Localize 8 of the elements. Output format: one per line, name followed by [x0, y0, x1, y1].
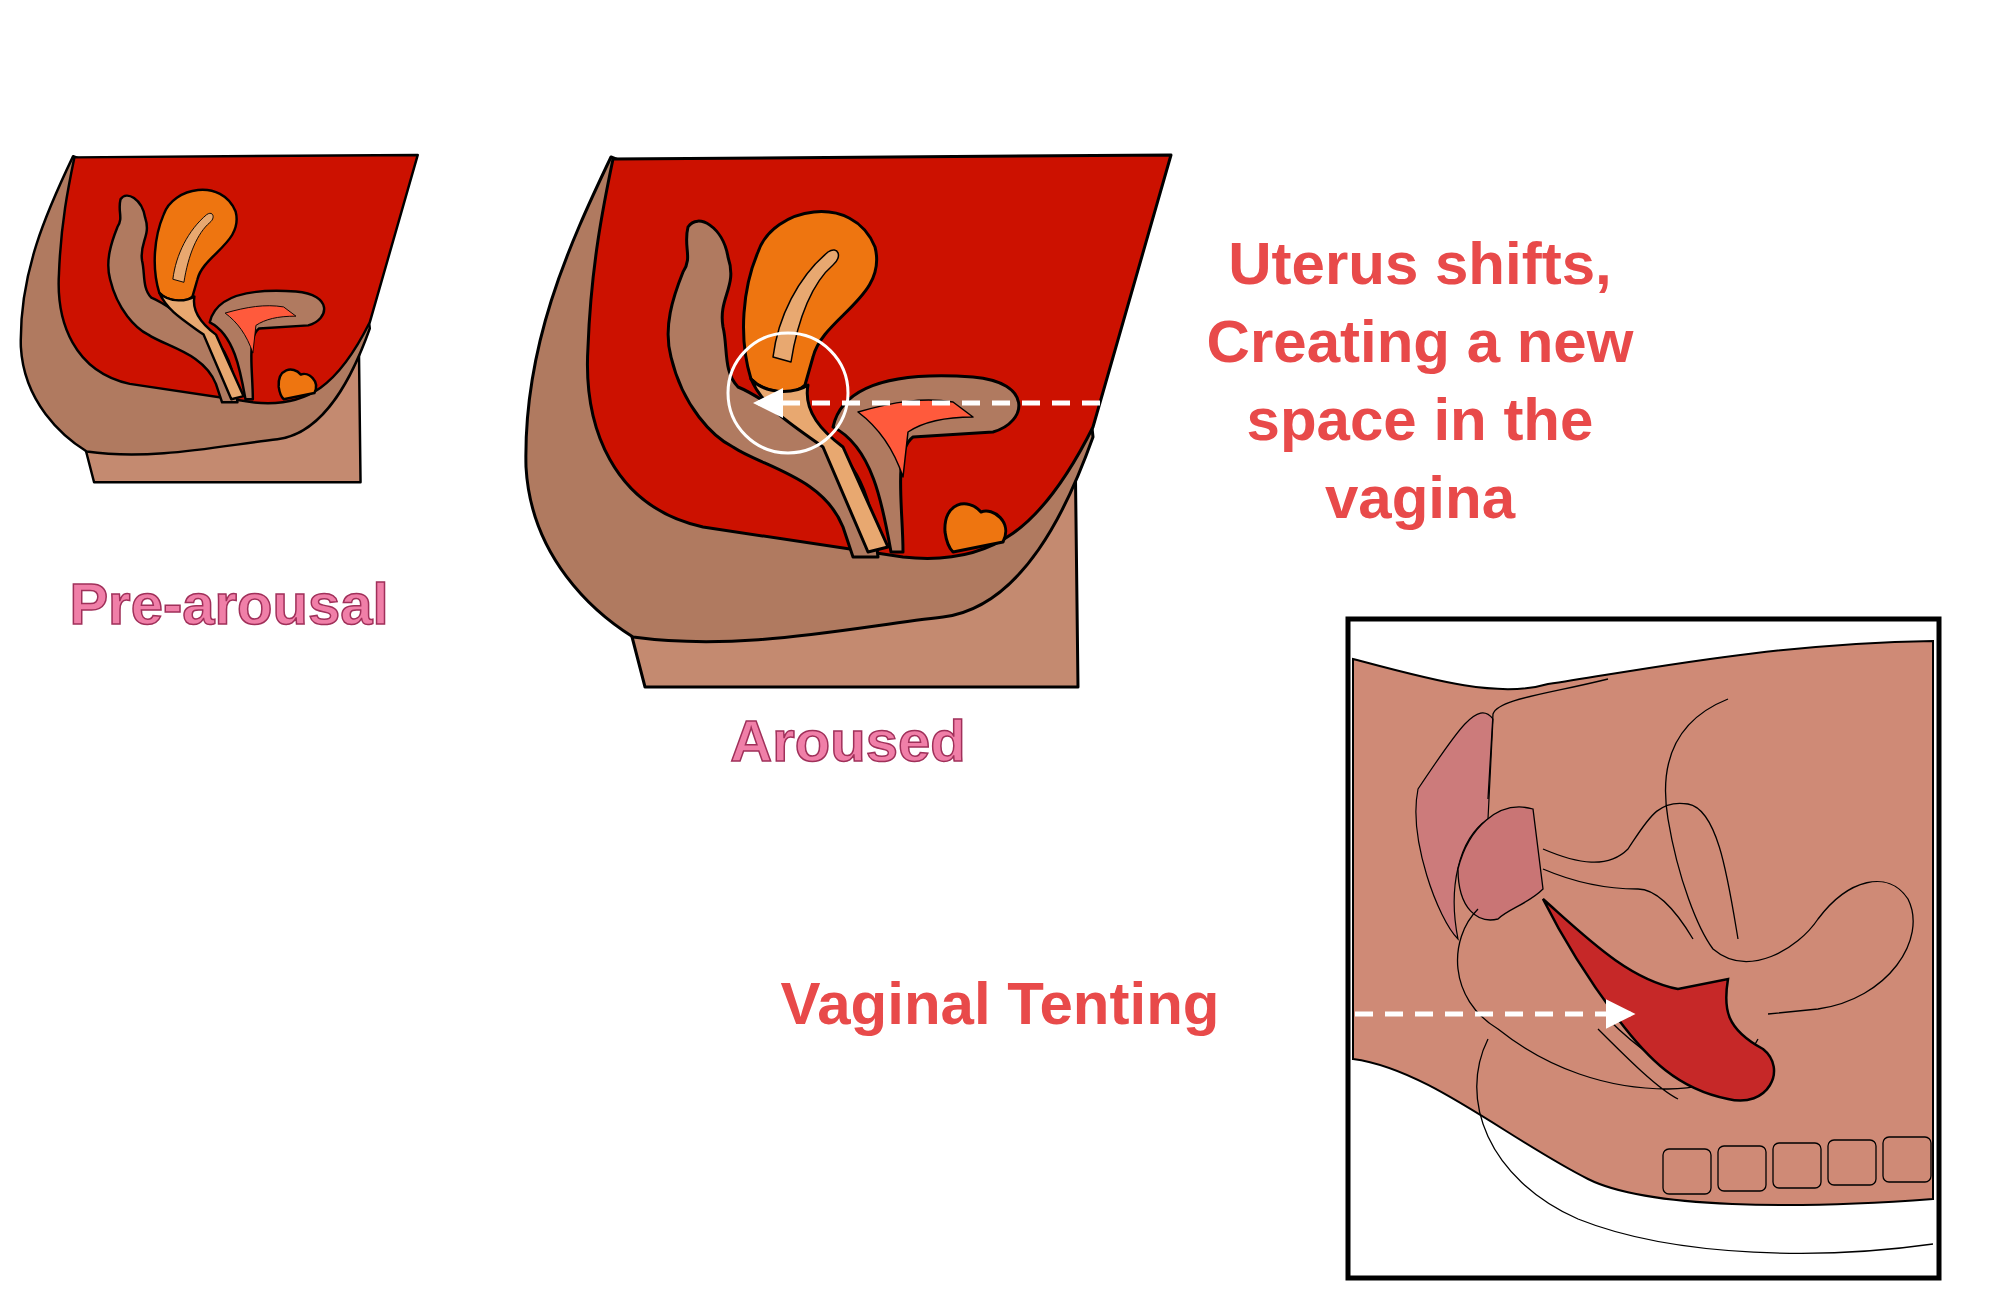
drawing-label: Aroused	[729, 707, 967, 774]
callout-text: Vaginal Tenting	[779, 969, 1221, 1039]
dashed-arrow	[1355, 999, 1636, 1029]
vaginal-canal-shape	[1541, 897, 1776, 1102]
dashed-arrow	[753, 388, 1100, 418]
drawing-label: Pre-arousal	[68, 570, 390, 637]
callout-text: Uterus shifts, Creating a new space in the vagina	[1205, 229, 1635, 533]
highlight-circle	[726, 331, 850, 455]
